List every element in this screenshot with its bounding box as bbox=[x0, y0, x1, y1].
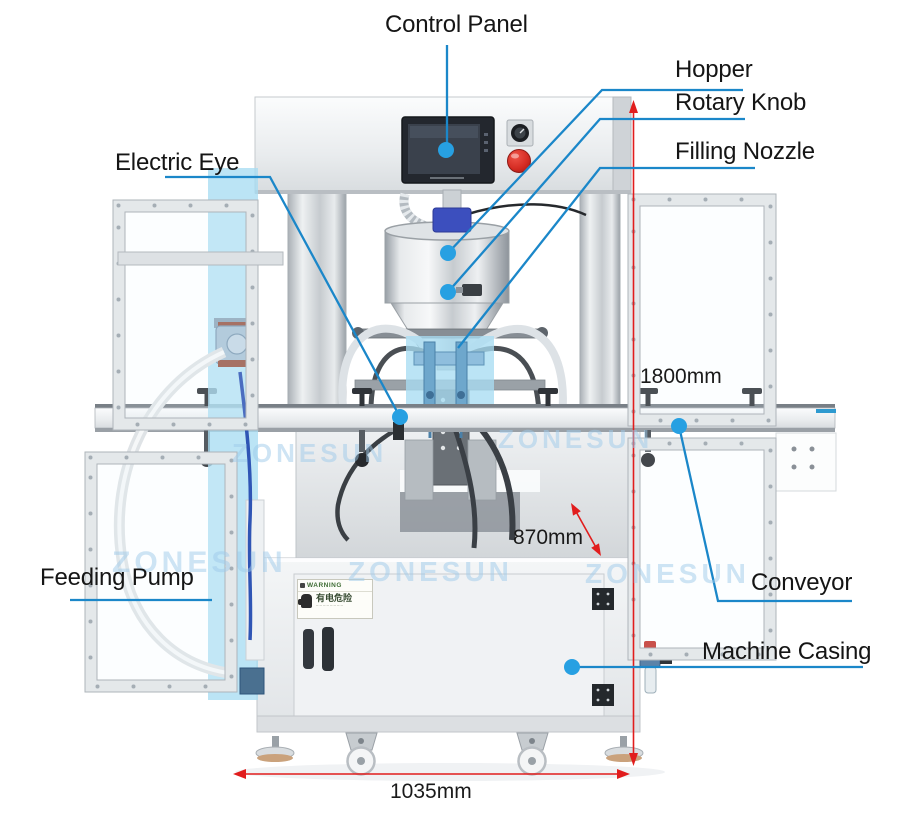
door-frame-upper-left bbox=[112, 199, 259, 431]
emergency-stop-button bbox=[507, 149, 531, 173]
hopper-knob-stem bbox=[456, 287, 463, 293]
hopper bbox=[384, 207, 510, 371]
conveyor-label: Conveyor bbox=[751, 569, 853, 596]
door-frame-upper-right bbox=[627, 193, 777, 427]
brand-watermark: ZONESUN bbox=[232, 438, 388, 468]
feeding-pump bbox=[214, 318, 265, 695]
callout-line-hopper bbox=[447, 88, 743, 254]
cabinet-base bbox=[256, 715, 641, 733]
suction-hose-highlight bbox=[117, 350, 237, 676]
left-cross-beam bbox=[117, 251, 284, 266]
callout-dot-electric-eye bbox=[392, 409, 408, 425]
door-handle-left bbox=[303, 629, 314, 669]
pump-tubing bbox=[238, 371, 253, 641]
width-dimension-label: 1035mm bbox=[390, 780, 472, 803]
door-frame-lower-left bbox=[84, 451, 238, 693]
warning-logo-icon bbox=[300, 583, 305, 588]
brand-watermark: ZONESUN bbox=[348, 556, 513, 587]
warning-subtext: –––––––– bbox=[316, 603, 345, 608]
cable-left bbox=[335, 417, 416, 542]
signal-cable bbox=[467, 203, 587, 217]
warning-sticker-header: WARNING bbox=[298, 580, 372, 592]
leveling-foot-right bbox=[604, 736, 644, 762]
casters bbox=[255, 732, 644, 776]
callout-dot-rotary-knob bbox=[440, 284, 456, 300]
hand-warning-icon bbox=[298, 594, 312, 609]
rotary-knob-label: Rotary Knob bbox=[675, 89, 807, 116]
hopper-lid bbox=[432, 207, 472, 233]
door-frames bbox=[84, 193, 777, 693]
callout-dot-conveyor bbox=[671, 418, 687, 434]
height-dimension-label: 1800mm bbox=[640, 365, 722, 388]
warning-title: WARNING bbox=[307, 582, 342, 589]
warning-text: 有电危险 bbox=[316, 593, 353, 603]
right-column bbox=[579, 192, 621, 426]
brand-watermark: ZONESUN bbox=[585, 558, 750, 589]
callout-dot-machine-casing bbox=[564, 659, 580, 675]
dimension-depth-870 bbox=[571, 503, 601, 556]
depth-dimension-label: 870mm bbox=[513, 526, 584, 549]
control-panel-label: Control Panel bbox=[385, 11, 528, 38]
caster-wheel-left bbox=[345, 732, 378, 776]
door-frame-lower-right bbox=[627, 437, 777, 661]
pump-lower-unit bbox=[239, 667, 265, 695]
dimension-height-1800 bbox=[629, 100, 638, 766]
brand-watermark: ZONESUN bbox=[498, 424, 654, 454]
conveyor-support-panel bbox=[775, 432, 837, 492]
electric-eye-label: Electric Eye bbox=[115, 149, 240, 176]
door-hinges bbox=[592, 588, 614, 706]
hopper-rotary-knob bbox=[462, 284, 482, 296]
door-handle-right bbox=[322, 627, 334, 671]
machine-body bbox=[94, 96, 837, 776]
machine-casing-label: Machine Casing bbox=[702, 638, 872, 665]
warning-sticker: WARNING 有电危险 –––––––– bbox=[297, 579, 373, 619]
leveling-foot-left bbox=[255, 736, 295, 762]
callout-line-filling-nozzle bbox=[457, 166, 755, 349]
cable-center bbox=[449, 419, 478, 549]
callout-line-conveyor bbox=[677, 425, 852, 603]
callout-line-rotary-knob bbox=[447, 117, 745, 293]
feeding-pump-label: Feeding Pump bbox=[40, 564, 194, 591]
electric-eye-sensor bbox=[393, 422, 404, 440]
callout-line-electric-eye bbox=[165, 175, 402, 418]
caster-wheel-right bbox=[516, 732, 549, 776]
brand-watermark: ZONESUN bbox=[112, 546, 287, 579]
hopper-label: Hopper bbox=[675, 56, 753, 83]
floor-shadow bbox=[235, 763, 665, 781]
callout-dot-hopper bbox=[440, 245, 456, 261]
filling-nozzle-label: Filling Nozzle bbox=[675, 138, 815, 165]
panel-knob bbox=[506, 119, 534, 147]
conveyor-belt-tip bbox=[816, 409, 836, 413]
dimension-width-1035 bbox=[233, 769, 630, 779]
callouts bbox=[70, 45, 863, 675]
left-column bbox=[287, 192, 347, 426]
callout-dot-control-panel bbox=[438, 142, 454, 158]
